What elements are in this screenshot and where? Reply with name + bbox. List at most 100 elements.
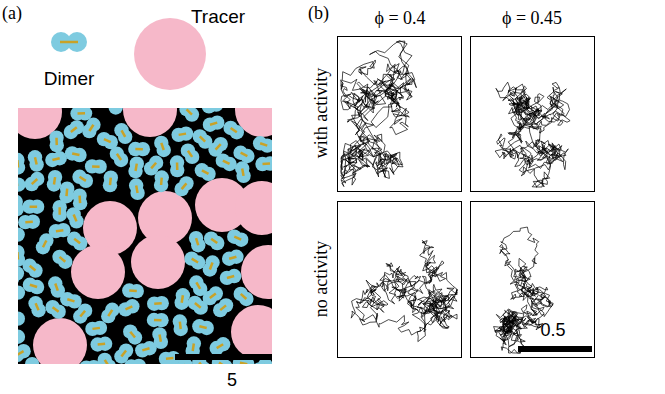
dimer-particle: [25, 357, 41, 364]
dimer-particle: [129, 178, 145, 200]
tracer-trajectory: [341, 41, 416, 187]
row-header: no activity: [312, 241, 330, 317]
dimer-particle: [23, 259, 43, 278]
dimer-particle: [65, 146, 87, 162]
dimer-particle: [234, 287, 254, 306]
dimer-particle: [128, 156, 144, 178]
dimer-particle: [28, 150, 44, 172]
dimer-particle: [118, 299, 139, 316]
dimer-particle: [101, 303, 119, 324]
dimer-particle: [22, 199, 44, 213]
dimer-particle: [90, 337, 112, 352]
dimer-particle: [189, 231, 206, 253]
dimer-particle: [85, 321, 107, 336]
dimer-particle: [103, 170, 118, 192]
dimer-particle: [47, 170, 63, 192]
dimer-particle: [184, 251, 205, 269]
dimer-particle: [195, 163, 216, 181]
dimer-particle: [233, 146, 254, 164]
tracer-particle: [231, 305, 272, 359]
panel-frames: [338, 37, 595, 358]
dimer-particle: [114, 123, 132, 144]
dimer-particle: [60, 292, 82, 309]
dimer-particle: [82, 118, 100, 139]
tracer-particle: [131, 235, 185, 289]
row-header: with activity: [312, 68, 330, 158]
dimer-particle: [124, 359, 146, 364]
dimer-particle: [203, 255, 220, 276]
dimer-particle: [128, 142, 150, 156]
dimer-icon: [51, 32, 87, 52]
dimer-particle: [18, 266, 24, 286]
tracer-particle: [235, 181, 272, 235]
tracer-trajectory: [351, 240, 457, 341]
panel-label: (b): [308, 4, 329, 22]
dimer-particle: [179, 108, 199, 122]
dimer-particle: [123, 324, 142, 344]
tracer-icon: [134, 18, 206, 90]
scale-label: 5: [227, 371, 237, 389]
dimer-particle: [70, 108, 92, 121]
column-header: ϕ = 0.4: [374, 9, 425, 27]
dimer-particle: [23, 278, 45, 295]
dimer-particle: [36, 233, 54, 254]
dimer-particle: [52, 200, 66, 222]
dimer-particle: [18, 227, 25, 243]
dimer-particle: [64, 120, 84, 139]
dimer-particle: [255, 156, 272, 171]
dimer-particle: [223, 121, 244, 140]
part-label: Dimer: [44, 69, 95, 88]
dimer-particle: [170, 155, 185, 177]
dimer-particle: [18, 153, 25, 175]
dimer-particle: [28, 296, 45, 317]
dimer-particle: [18, 311, 25, 328]
dimer-particle: [72, 188, 87, 210]
tracer-particle: [71, 245, 125, 299]
dimer-particle: [216, 153, 237, 171]
dimer-particle: [72, 170, 93, 188]
scale-label: 0.5: [540, 321, 565, 339]
trajectories: [341, 41, 570, 353]
dimer-particle: [147, 313, 169, 328]
dimer-particle: [202, 108, 224, 114]
dimer-particle: [122, 283, 144, 298]
dimer-particle: [222, 250, 244, 266]
dimer-particle: [105, 108, 123, 115]
dimer-particle: [98, 353, 116, 364]
dimer-particle: [192, 319, 214, 335]
panel-label: (a): [2, 4, 22, 22]
dimer-particle: [18, 214, 40, 229]
dimer-particle: [220, 269, 242, 285]
scale-bar: [518, 346, 592, 352]
dimer-particle: [209, 337, 230, 355]
dimer-particle: [174, 288, 190, 310]
dimer-particle: [174, 176, 193, 196]
part-label: Tracer: [191, 7, 245, 26]
simulation-snapshot: [18, 108, 272, 364]
scale-bar: [175, 354, 272, 360]
dimer-particle: [25, 172, 45, 191]
tracer-trajectory: [495, 82, 570, 187]
dimer-particle: [66, 207, 83, 228]
dimer-particle: [18, 177, 25, 192]
dimer-particle: [171, 126, 193, 142]
dimer-particle: [85, 159, 107, 174]
dimer-particle: [59, 182, 74, 204]
dimer-particle: [110, 147, 129, 168]
dimer-particle: [203, 286, 223, 305]
dimer-particle: [49, 223, 71, 238]
dimer-particle: [227, 229, 248, 246]
dimer-particle: [253, 136, 272, 153]
dimer-particle: [203, 115, 225, 131]
dimer-particle: [144, 156, 163, 176]
dimer-particle: [235, 161, 251, 183]
dimer-particle: [49, 130, 64, 152]
dimer-particle: [45, 151, 67, 167]
dimer-particle: [204, 231, 225, 250]
tracer-particle: [33, 318, 87, 364]
dimer-particle: [173, 314, 188, 336]
dimer-particle: [18, 329, 25, 344]
dimer-particle: [18, 195, 24, 217]
dimer-particle: [52, 250, 72, 269]
tracer-particle: [123, 108, 177, 137]
